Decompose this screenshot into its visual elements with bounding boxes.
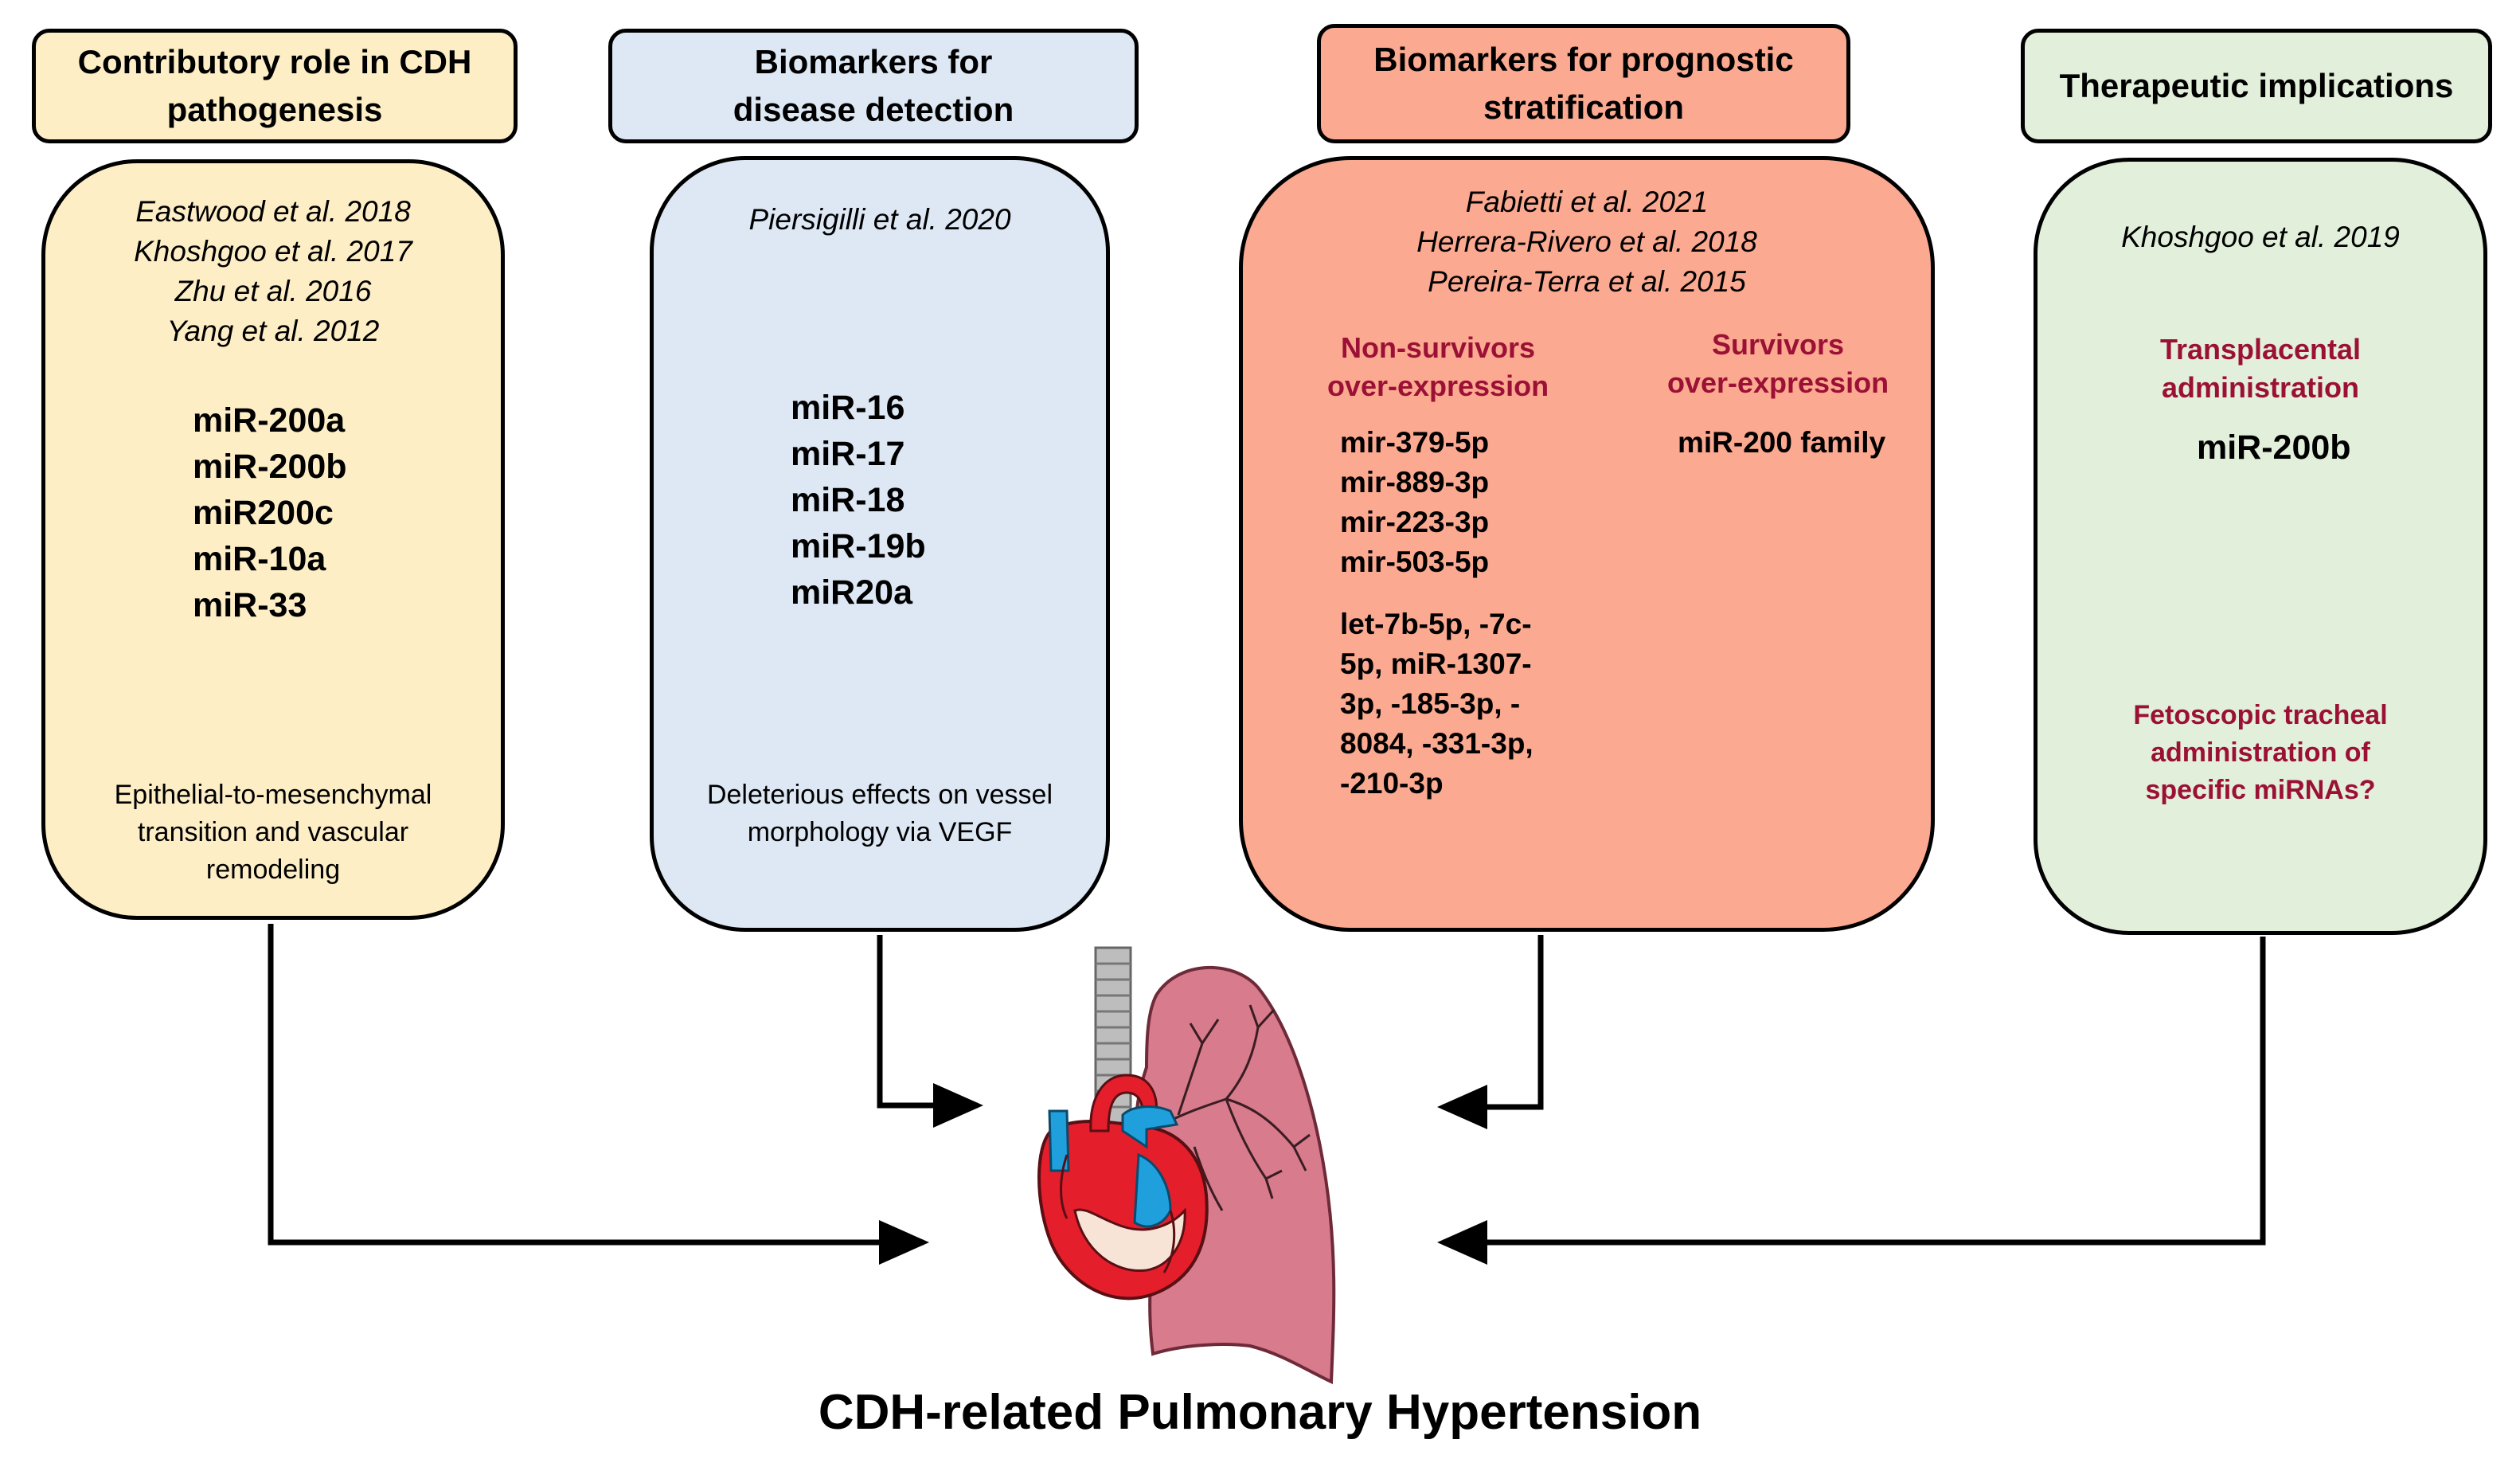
transplacental-mirna: miR-200b [2197,428,2351,467]
heart-chamber [1073,1207,1186,1273]
panel-therapeutic-implications: Khoshgoo et al. 2019 Transplacental admi… [2034,158,2487,935]
bronchial-tree [1150,1004,1311,1211]
references-disease-detection: Piersigilli et al. 2020 [748,203,1011,236]
arrow-contributory [268,924,929,1265]
header-disease-detection-label: Biomarkers for disease detection [733,43,1014,128]
non-survivors-label: Non-survivors over-expression [1326,331,1549,402]
header-prognostic-stratification: Biomarkers for prognostic stratification [1317,24,1850,143]
header-therapeutic-implications: Therapeutic implications [2021,29,2492,143]
references-contributory: Eastwood et al. 2018 Khoshgoo et al. 201… [134,195,412,347]
non-survivors-extra-mirnas: let-7b-5p, -7c- 5p, miR-1307- 3p, -185-3… [1340,608,1533,800]
fetoscopic-label: Fetoscopic tracheal administration of sp… [2133,700,2388,805]
mirna-list-disease-detection: miR-16 miR-17 miR-18 miR-19b miR20a [791,389,926,612]
header-contributory-role: Contributory role in CDH pathogenesis [32,29,518,143]
header-contributory-role-label: Contributory role in CDH pathogenesis [77,43,472,128]
panel-prognostic-stratification: Fabietti et al. 2021 Herrera-Rivero et a… [1239,156,1935,932]
mirna-list-contributory: miR-200a miR-200b miR200c miR-10a miR-33 [193,401,347,624]
panel-contributory-role: Eastwood et al. 2018 Khoshgoo et al. 201… [41,159,505,920]
heart-lung-icon [1037,946,1336,1385]
references-prognostic: Fabietti et al. 2021 Herrera-Rivero et a… [1416,186,1757,298]
description-contributory: Epithelial-to-mesenchymal transition and… [114,780,432,885]
panel-disease-detection: Piersigilli et al. 2020 miR-16 miR-17 mi… [650,156,1110,932]
right-ventricle [1133,1152,1172,1228]
pulmonary-artery [1121,1105,1179,1149]
header-prognostic-stratification-label: Biomarkers for prognostic stratification [1373,41,1794,126]
transplacental-label: Transplacental administration [2159,333,2362,404]
survivors-label: Survivors over-expression [1666,328,1889,399]
diagram-title: CDH-related Pulmonary Hypertension [818,1385,1702,1440]
arrow-disease-detection [877,935,983,1128]
arrow-prognostic [1437,935,1544,1129]
non-survivors-mirna-list: mir-379-5p mir-889-3p mir-223-3p mir-503… [1340,426,1490,578]
arrow-therapeutic [1437,937,2266,1265]
header-disease-detection: Biomarkers for disease detection [608,29,1139,143]
references-therapeutic: Khoshgoo et al. 2019 [2121,221,2400,253]
survivors-mirna: miR-200 family [1678,426,1886,459]
vena-cava [1048,1109,1070,1172]
description-disease-detection: Deleterious effects on vessel morphology… [706,780,1053,847]
header-therapeutic-implications-label: Therapeutic implications [2059,67,2454,104]
